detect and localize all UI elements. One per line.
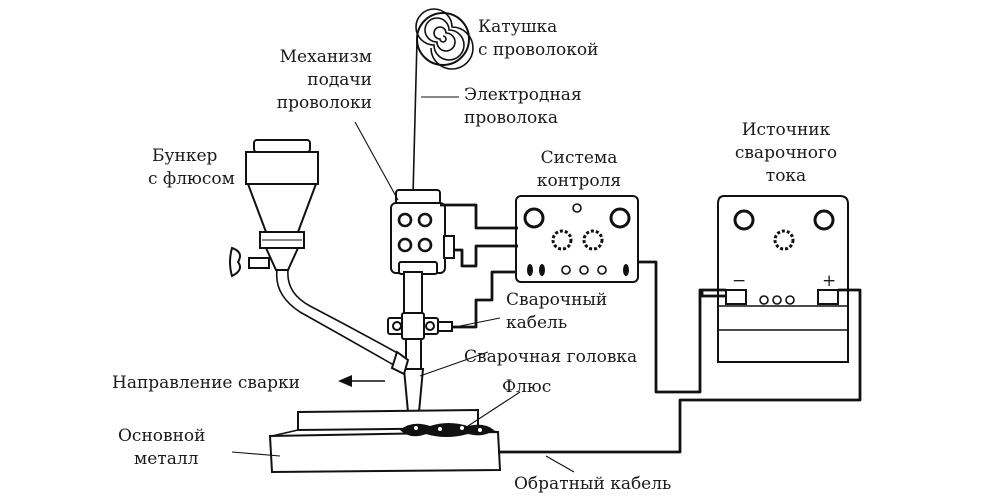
base-metal: [268, 408, 502, 474]
electrode-wire-line: [412, 39, 418, 196]
plus-terminal-sign: +: [822, 271, 836, 291]
power-source-label-line-2: сварочного: [735, 143, 837, 163]
minus-terminal-sign: −: [732, 271, 746, 291]
feed-mechanism-label-line-3: проволоки: [277, 93, 372, 113]
flux-hopper-label-line-1: Бункер: [152, 146, 218, 166]
control-system-label-line-2: контроля: [537, 171, 621, 191]
power-source: − +: [717, 195, 849, 363]
power-source-label-line-1: Источник: [742, 120, 831, 140]
control-system: [515, 195, 639, 283]
return-cable-label: Обратный кабель: [514, 474, 671, 494]
flux-layer: [400, 423, 494, 437]
wire-feed-mechanism: [390, 189, 455, 275]
direction-arrow: [338, 375, 385, 387]
feed-mechanism-label-line-1: Механизм: [280, 47, 372, 67]
flux-hopper: [229, 139, 410, 376]
spool-label-line-2: с проволокой: [478, 40, 598, 60]
welding-cable-label-line-2: кабель: [506, 313, 567, 333]
welding-cable-label-line-1: Сварочный: [506, 290, 607, 310]
wire-spool: [415, 8, 474, 70]
feed-mechanism-label-line-2: подачи: [307, 70, 372, 90]
base-metal-label-line-1: Основной: [118, 426, 206, 446]
flux-hopper-label-line-2: с флюсом: [148, 169, 235, 189]
electrode-wire-label-line-2: проволока: [464, 108, 558, 128]
welding-head: [387, 271, 453, 417]
base-metal-label-line-2: металл: [134, 449, 199, 469]
electrode-wire-label-line-1: Электродная: [464, 85, 582, 105]
cables: [440, 203, 862, 454]
welding-head-label: Сварочная головка: [464, 347, 637, 367]
power-source-label-line-3: тока: [766, 166, 806, 186]
spool-label-line-1: Катушка: [478, 17, 557, 37]
control-system-label-line-1: Система: [541, 148, 618, 168]
welding-direction-label: Направление сварки: [112, 373, 300, 393]
leader-lines: [231, 96, 575, 473]
flux-label: Флюс: [502, 377, 551, 397]
